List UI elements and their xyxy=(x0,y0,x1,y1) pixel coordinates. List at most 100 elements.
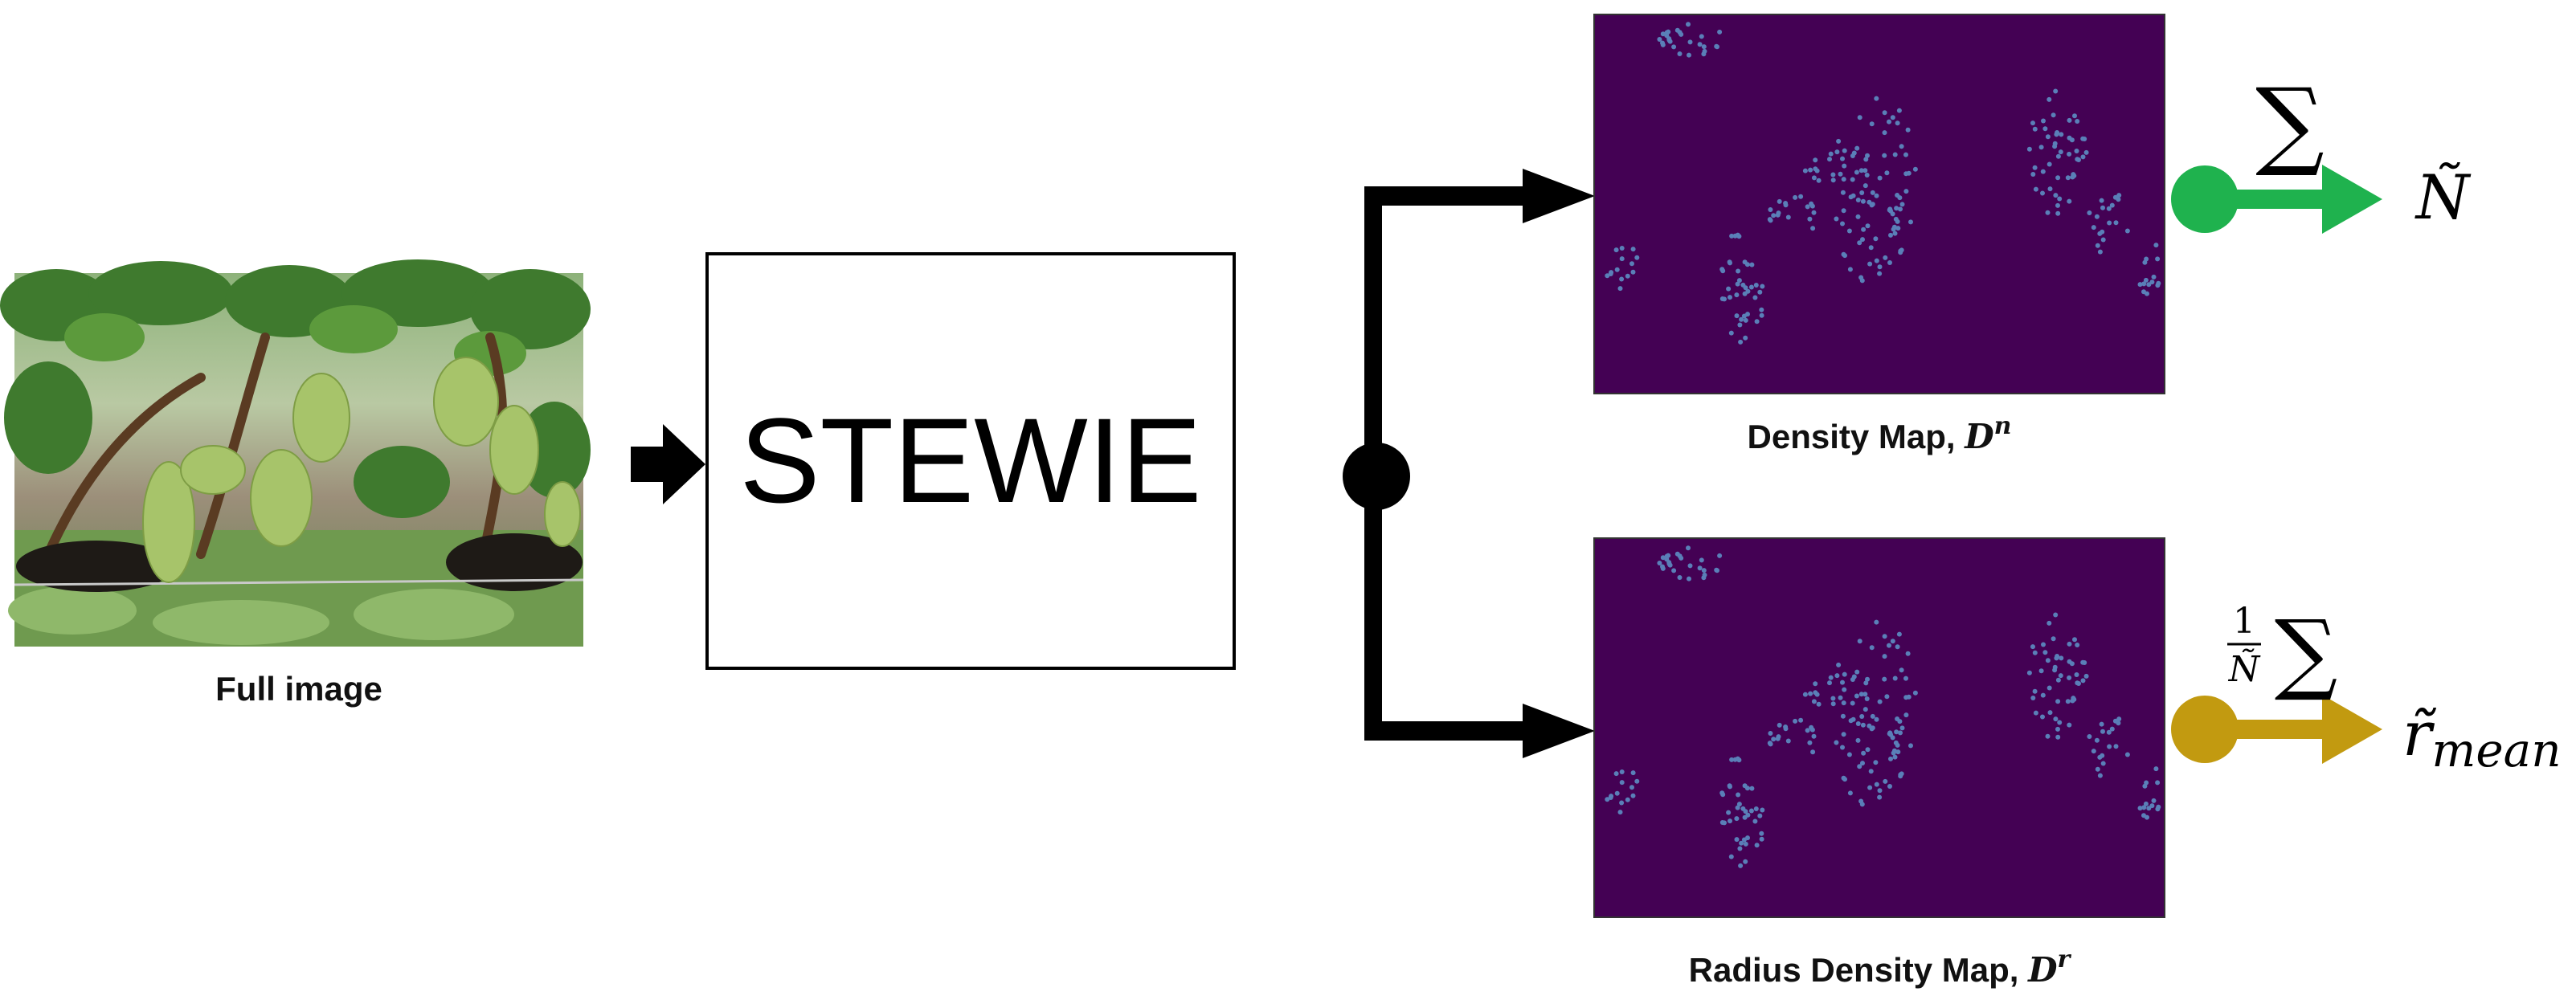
density-dot xyxy=(1874,193,1879,198)
density-dot xyxy=(2094,737,2100,743)
density-dot xyxy=(1798,717,1804,723)
density-dot xyxy=(1830,701,1836,707)
density-dot xyxy=(1605,273,1610,279)
density-dot xyxy=(2030,120,2035,126)
density-dot xyxy=(1860,722,1866,728)
density-dot xyxy=(1808,167,1813,173)
density-dot xyxy=(2057,720,2063,725)
density-dot xyxy=(1619,780,1625,786)
density-dot xyxy=(2087,210,2092,215)
density-dot xyxy=(1842,148,1847,153)
density-dot xyxy=(1742,783,1748,789)
density-dot xyxy=(1810,749,1816,755)
density-dot xyxy=(1807,740,1813,745)
density-dot xyxy=(1903,189,1909,194)
density-dot xyxy=(1810,226,1816,231)
density-dot xyxy=(1862,707,1868,712)
density-dot xyxy=(1808,691,1813,696)
density-dot xyxy=(1759,312,1764,318)
density-dot xyxy=(2030,172,2036,177)
density-dot xyxy=(1613,247,1619,253)
density-dot xyxy=(1898,206,1903,212)
density-dot xyxy=(1699,34,1704,39)
density-dot xyxy=(2026,146,2032,152)
density-dot xyxy=(2142,259,2148,265)
density-dot xyxy=(2055,677,2061,683)
density-dot xyxy=(1674,27,1680,33)
density-dot xyxy=(1666,38,1672,43)
density-dot xyxy=(1908,219,1913,225)
density-dot xyxy=(2059,132,2064,137)
density-dot xyxy=(1903,712,1909,718)
density-dot xyxy=(2045,134,2051,140)
density-dot xyxy=(1865,676,1870,682)
density-dot xyxy=(2030,696,2036,700)
density-dot xyxy=(1727,783,1732,789)
density-dot xyxy=(2080,154,2086,160)
density-dot xyxy=(1827,680,1832,686)
density-dot xyxy=(1736,278,1742,284)
density-dot xyxy=(1861,750,1867,756)
density-dot xyxy=(2107,220,2112,226)
branch-connector xyxy=(1343,169,1595,758)
density-dot xyxy=(1745,835,1750,841)
density-dot xyxy=(1726,286,1732,292)
density-dot xyxy=(1868,245,1874,251)
density-dot xyxy=(1850,177,1855,182)
density-dot xyxy=(1736,792,1741,798)
density-dot xyxy=(1749,262,1755,267)
density-dot xyxy=(1877,699,1883,704)
radius-density-map-caption: Radius Density Map, Dr xyxy=(1689,945,2072,990)
density-dot xyxy=(2082,660,2087,665)
density-dot xyxy=(2055,699,2061,704)
density-dot xyxy=(1840,745,1845,750)
density-dot xyxy=(2032,165,2038,170)
density-dot xyxy=(1855,198,1861,202)
density-dot xyxy=(2071,173,2077,178)
density-dot xyxy=(1729,757,1735,762)
density-dot xyxy=(2067,675,2072,680)
density-dot xyxy=(1846,752,1852,757)
density-dot xyxy=(1895,218,1900,224)
input-arrow xyxy=(631,424,705,504)
density-dot xyxy=(2141,289,2146,295)
density-dot xyxy=(1867,723,1872,729)
density-dot xyxy=(2107,744,2112,749)
density-dot xyxy=(1865,223,1871,229)
density-dot xyxy=(1830,178,1836,183)
density-dot xyxy=(1738,339,1744,345)
density-dot xyxy=(1686,22,1691,27)
density-dot xyxy=(1752,295,1758,300)
density-dot xyxy=(1899,144,1904,149)
density-dot xyxy=(2091,749,2096,754)
density-dot xyxy=(2153,766,2159,772)
density-dot xyxy=(2052,664,2058,670)
density-dot xyxy=(1873,236,1879,242)
density-dot xyxy=(1813,157,1818,163)
density-dot xyxy=(1605,797,1610,802)
density-dot xyxy=(1859,714,1865,719)
density-dot xyxy=(2149,280,2155,285)
density-dot xyxy=(2032,688,2038,694)
density-dot xyxy=(2146,806,2152,811)
density-dot xyxy=(1847,790,1853,796)
density-dot xyxy=(1840,713,1846,719)
density-dot xyxy=(1895,644,1900,650)
density-dot xyxy=(1619,800,1625,806)
density-dot xyxy=(2053,716,2059,722)
density-dot xyxy=(1834,216,1839,222)
count-output-arrow xyxy=(2171,165,2382,234)
density-dot xyxy=(1877,175,1883,181)
density-map-symbol: D xyxy=(1964,417,1994,456)
density-dot xyxy=(1734,292,1740,298)
density-dot xyxy=(1874,258,1879,263)
density-dot xyxy=(2057,196,2063,202)
density-dot xyxy=(1630,269,1636,275)
density-dot xyxy=(1851,150,1857,156)
mean-radius-subscript: mean xyxy=(2431,723,2561,777)
density-dot xyxy=(2052,141,2058,146)
density-dot xyxy=(2072,637,2077,643)
density-dot xyxy=(2040,692,2046,698)
density-dot xyxy=(1736,757,1742,763)
density-dot xyxy=(1666,561,1672,566)
